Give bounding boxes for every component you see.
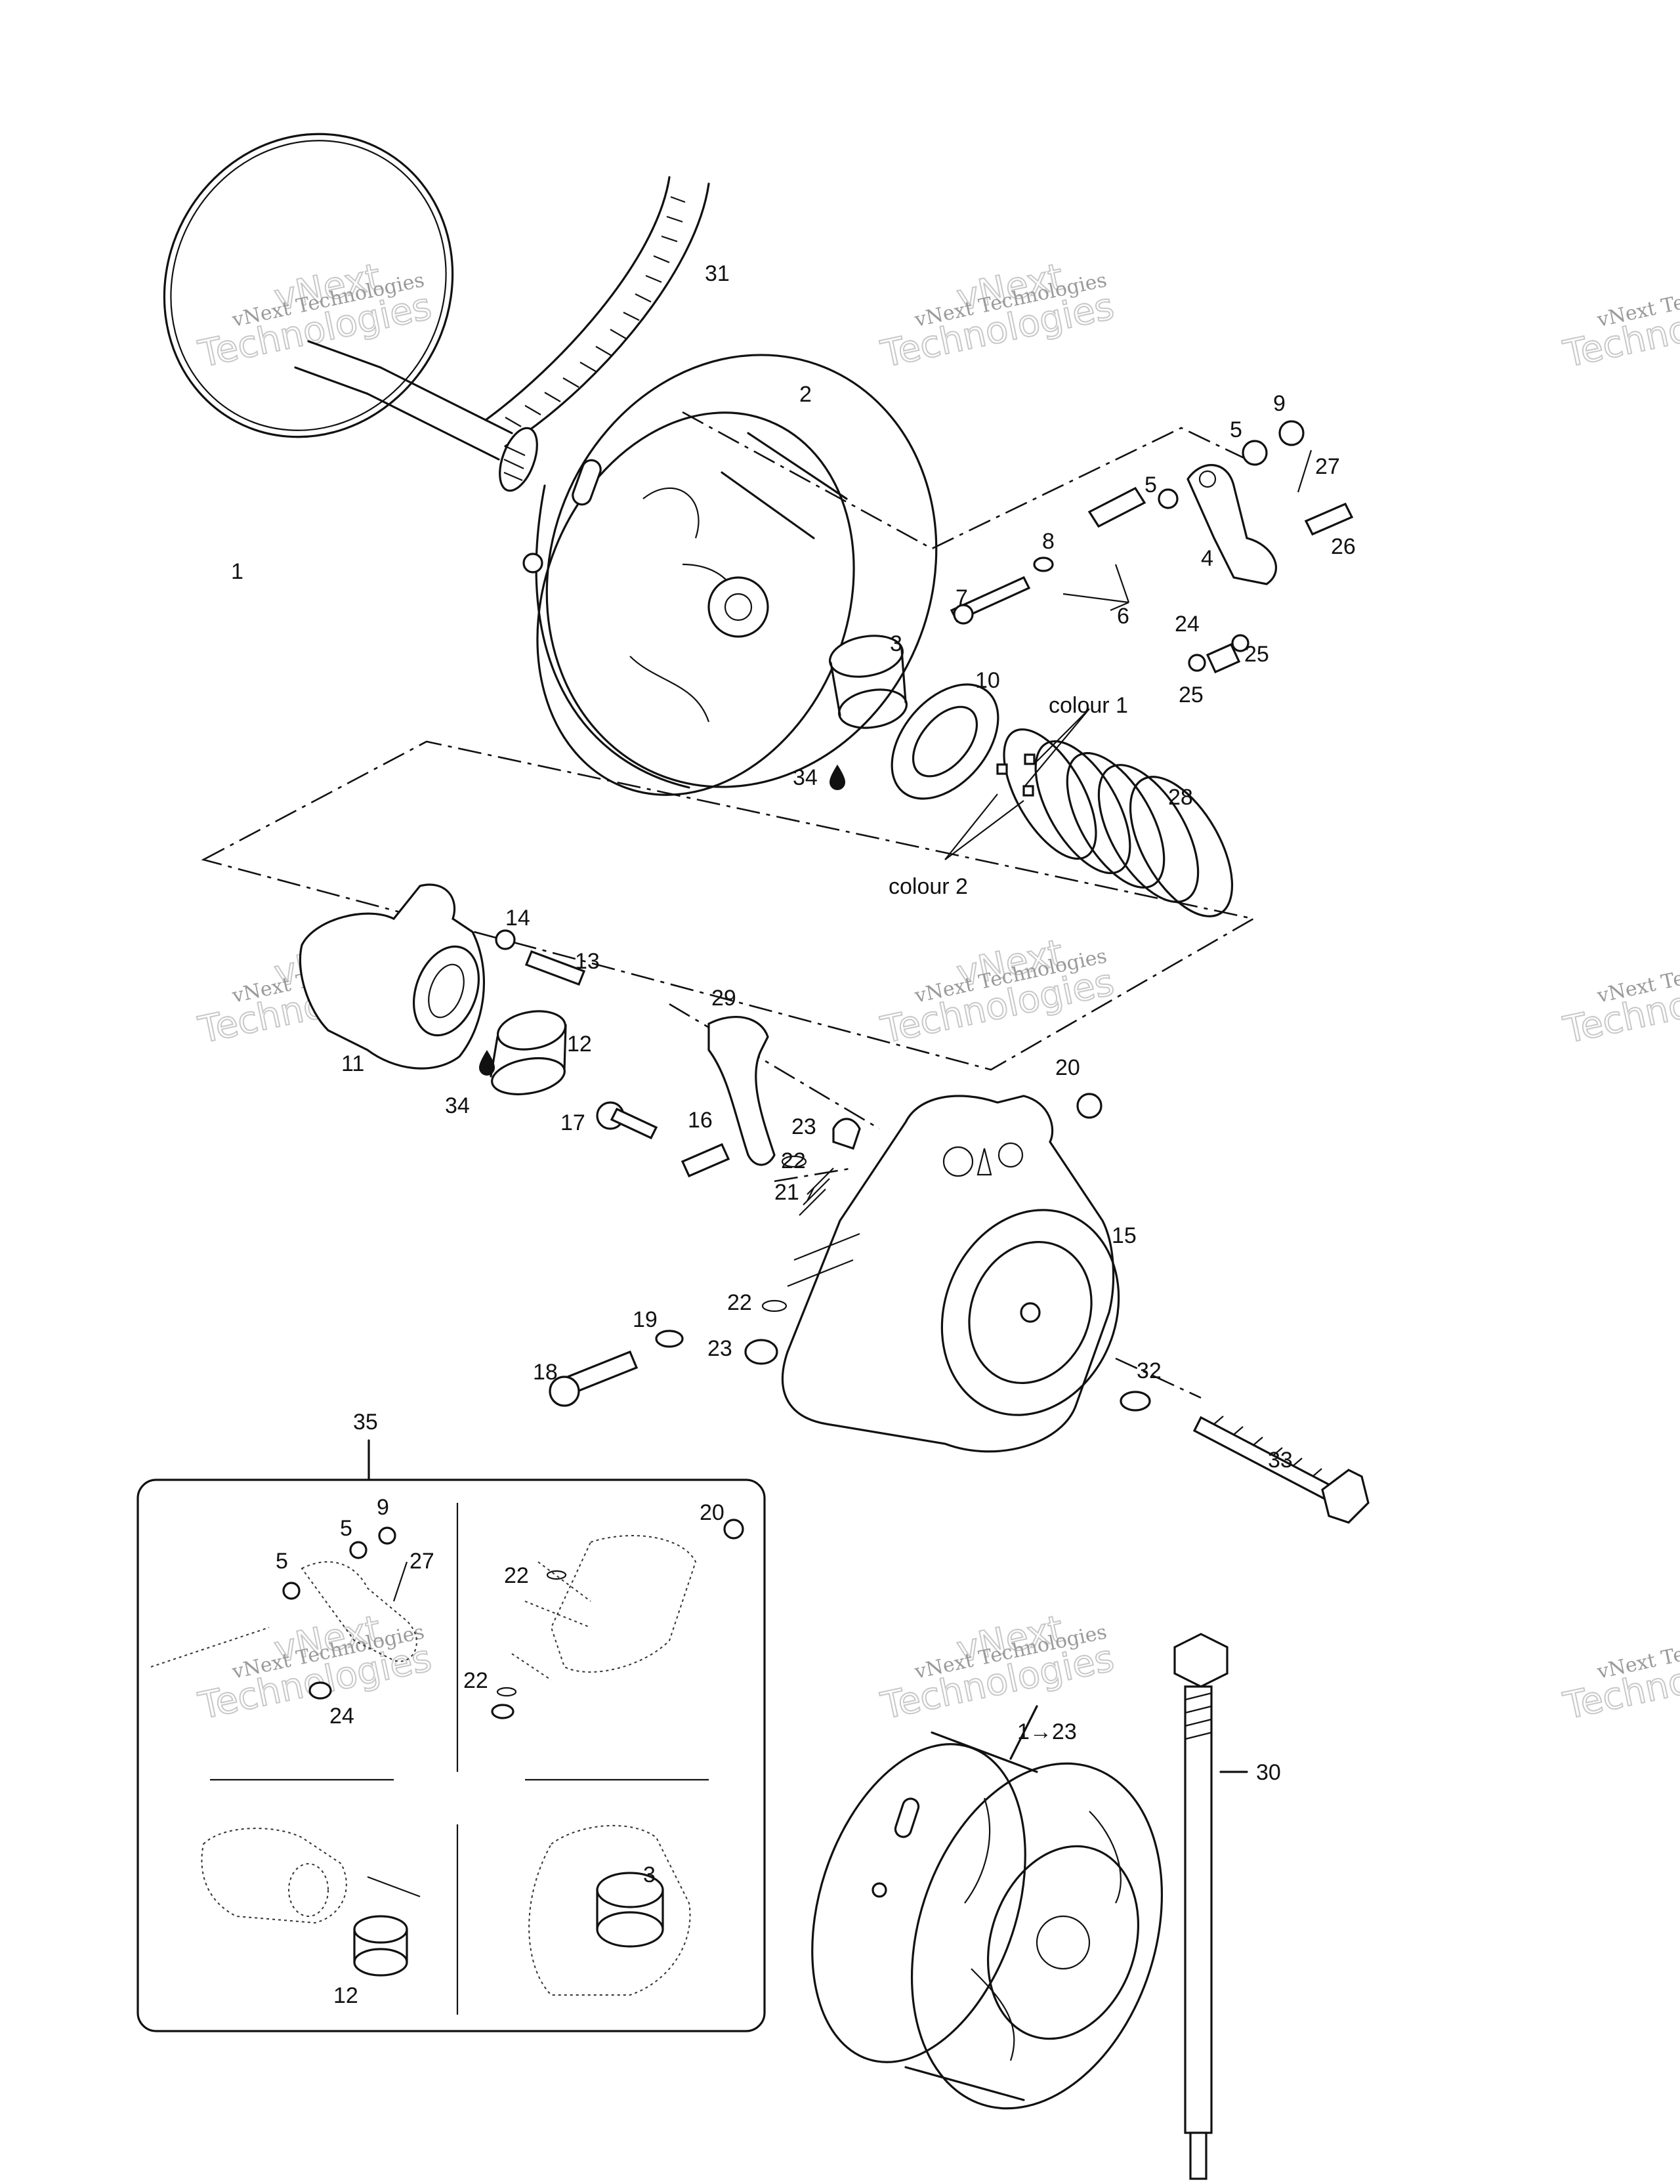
thrust-washer: [891, 683, 999, 800]
label-5: 5: [1144, 472, 1157, 497]
watermark: Technologies vNext Technologies: [1559, 1620, 1680, 1729]
label-25: 25: [1244, 642, 1269, 667]
assembly-line: [1115, 1357, 1202, 1399]
inset-label-5: 5: [276, 1549, 288, 1574]
label-28: 28: [1168, 785, 1193, 810]
inset-labels: 9 5 5 27 24 20 22 22 3 12: [276, 1495, 724, 2008]
assembly-line: [774, 1167, 854, 1183]
label-29: 29: [711, 986, 736, 1011]
watermark: Technologies vNext vNext Technologies: [877, 1607, 1118, 1729]
label-5: 5: [1230, 417, 1242, 442]
bushing: [829, 635, 908, 729]
label-8: 8: [1042, 529, 1055, 554]
label-23: 23: [791, 1114, 816, 1139]
roller-arm: [549, 1016, 861, 1407]
inset-label-22: 22: [504, 1563, 529, 1588]
inset-label-24: 24: [329, 1704, 354, 1729]
watermark: Technologies vNext vNext Technologies: [194, 255, 436, 377]
label-17: 17: [560, 1110, 585, 1135]
puller-bolt: [1173, 1633, 1248, 2180]
watermark: Technologies vNext Technologies: [1559, 268, 1680, 377]
label-7: 7: [956, 585, 968, 610]
label-24: 24: [1175, 612, 1200, 637]
label-33: 33: [1268, 1448, 1293, 1473]
inset-label-22: 22: [463, 1668, 488, 1693]
lever-assembly: [950, 420, 1354, 674]
label-18: 18: [533, 1360, 558, 1385]
label-4: 4: [1201, 546, 1213, 571]
label-15: 15: [1112, 1223, 1137, 1248]
label-30: 30: [1256, 1760, 1281, 1785]
assembly-line: [682, 411, 1248, 550]
fixed-sheave: [163, 133, 538, 492]
label-13: 13: [575, 949, 600, 974]
spider-cam: [299, 883, 586, 1095]
inset-label-9: 9: [377, 1495, 389, 1520]
assembly-line: [669, 1003, 880, 1130]
label-21: 21: [774, 1180, 799, 1205]
label-31: 31: [705, 261, 730, 286]
spring: [996, 728, 1234, 917]
inset-label-27: 27: [410, 1549, 434, 1574]
label-11: 11: [341, 1051, 364, 1076]
drive-belt: [484, 176, 710, 448]
leader-lines: [807, 564, 1130, 1760]
label-19: 19: [633, 1307, 658, 1332]
label-6: 6: [1117, 604, 1129, 629]
label-2: 2: [799, 382, 812, 407]
label-26: 26: [1331, 534, 1356, 559]
label-colour-2: colour 2: [889, 874, 968, 899]
inset-label-20: 20: [700, 1500, 724, 1525]
grease-drop-icon: [479, 1050, 495, 1076]
label-9: 9: [1273, 391, 1286, 416]
label-32: 32: [1137, 1358, 1162, 1383]
label-16: 16: [688, 1108, 713, 1133]
label-22: 22: [781, 1148, 806, 1173]
watermark: Technologies vNext vNext Technologies: [877, 255, 1118, 377]
label-25: 25: [1179, 682, 1204, 707]
inset-label-12: 12: [333, 1983, 358, 2008]
label-34: 34: [793, 765, 818, 790]
watermark: Technologies vNext Technologies: [1559, 944, 1680, 1053]
label-27: 27: [1315, 454, 1340, 479]
label-12: 12: [567, 1032, 592, 1057]
label-3: 3: [890, 631, 902, 656]
label-35: 35: [353, 1410, 378, 1435]
inset-label-3: 3: [643, 1862, 656, 1887]
label-1: 1: [231, 559, 243, 584]
inset-box: [136, 1439, 766, 2032]
inset-label-5: 5: [340, 1516, 352, 1541]
grease-drop-icon: [830, 765, 845, 790]
label-1-to-23: 1→23: [1017, 1719, 1077, 1744]
drive-pulley-assembly: [811, 1731, 1164, 2110]
watermark: Technologies vNext vNext Technologies: [194, 1607, 436, 1729]
governor-cup: [781, 1093, 1370, 1524]
assembly-line: [201, 740, 1256, 1071]
watermark: Technologies vNext vNext Technologies: [877, 931, 1118, 1053]
label-colour-1: colour 1: [1049, 693, 1128, 718]
label-22: 22: [727, 1290, 752, 1315]
label-10: 10: [975, 668, 1000, 693]
label-34: 34: [445, 1093, 470, 1118]
part-labels: 1 31 2 9 5 27 5 8 4 26 7 6 24 25 25 3 10…: [231, 261, 1356, 1785]
label-20: 20: [1055, 1055, 1080, 1080]
label-14: 14: [505, 906, 530, 931]
label-23: 23: [707, 1336, 732, 1361]
